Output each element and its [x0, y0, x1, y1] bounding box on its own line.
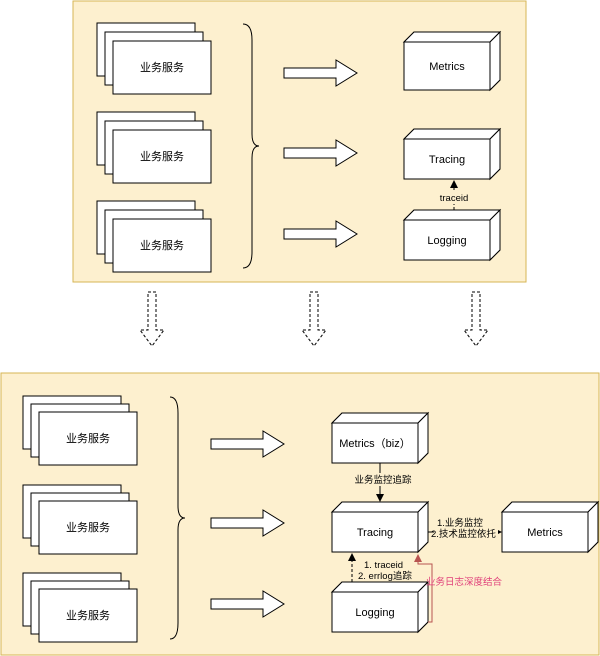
bottom-logging-label: Logging: [355, 607, 394, 619]
top-hollow-arrow-1: [283, 59, 358, 87]
down-arrow-middle: [301, 291, 327, 347]
bottom-hollow-arrow-1: [210, 430, 285, 458]
top-traceid-label: traceid: [440, 193, 469, 204]
down-arrow-left: [139, 291, 165, 347]
bottom-service-label-2: 业务服务: [66, 521, 110, 534]
bottom-metrics-box: Metrics: [500, 500, 600, 554]
bottom-logging-box: Logging: [330, 580, 430, 634]
top-service-label-1: 业务服务: [140, 61, 184, 74]
top-logging-box: Logging: [402, 208, 502, 262]
bottom-hollow-arrow-3: [210, 590, 285, 618]
top-metrics-label: Metrics: [429, 61, 465, 73]
top-tracing-label: Tracing: [429, 154, 465, 166]
top-service-label-3: 业务服务: [140, 239, 184, 252]
top-brace: [242, 23, 260, 269]
bottom-service-stack-3: 业务服务: [22, 572, 138, 643]
bottom-hollow-arrow-2: [210, 509, 285, 537]
link-to-metrics-label-2: 2.技术监控依托: [431, 528, 496, 540]
top-service-stack-2: 业务服务: [96, 111, 212, 184]
top-hollow-arrow-3: [283, 220, 358, 248]
top-tracing-box: Tracing: [402, 127, 502, 181]
top-metrics-box: Metrics: [402, 30, 502, 92]
down-arrow-right: [463, 291, 489, 347]
top-service-label-2: 业务服务: [140, 150, 184, 163]
bottom-tracing-box: Tracing: [330, 500, 430, 554]
deep-integration-connector: [414, 554, 433, 623]
deep-integration-label: 业务日志深度结合: [426, 576, 503, 588]
bottom-service-stack-1: 业务服务: [22, 395, 138, 466]
bottom-metrics-biz-label: Metrics（biz）: [339, 437, 411, 450]
top-logging-label: Logging: [427, 235, 466, 247]
bottom-tracing-label: Tracing: [357, 527, 393, 539]
biz-monitor-label: 业务监控追踪: [354, 474, 412, 486]
bottom-metrics-label: Metrics: [527, 527, 563, 539]
top-service-stack-1: 业务服务: [96, 22, 212, 95]
bottom-service-stack-2: 业务服务: [22, 484, 138, 555]
bottom-brace: [169, 396, 186, 640]
link-to-metrics-label-1: 1.业务监控: [437, 517, 483, 529]
link-from-logging-label-1: 1. traceid: [364, 560, 403, 571]
bottom-metrics-biz-box: Metrics（biz）: [330, 411, 430, 465]
bottom-service-label-3: 业务服务: [66, 609, 110, 622]
top-service-stack-3: 业务服务: [96, 200, 212, 273]
top-hollow-arrow-2: [283, 139, 358, 167]
bottom-service-label-1: 业务服务: [66, 432, 110, 445]
link-from-logging-label-2: 2. errlog追踪: [358, 570, 412, 582]
